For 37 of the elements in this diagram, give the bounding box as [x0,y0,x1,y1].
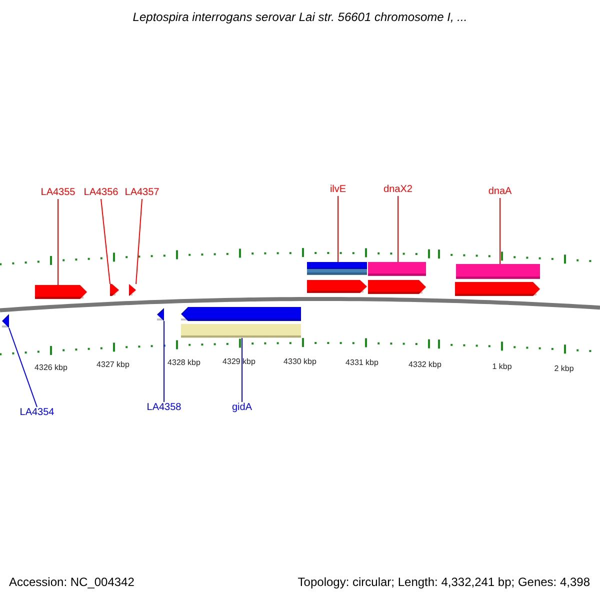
gene-feature [110,284,119,296]
gene-label: gidA [232,402,252,414]
scale-label: 4327 kbp [96,360,130,370]
gene-feature [157,308,164,321]
gene-feature [368,280,426,294]
feature-bar [456,264,540,279]
leader-line [136,198,142,284]
leader-line [8,328,38,408]
scale-label: 4330 kbp [284,357,316,367]
gene-label: dnaX2 [384,184,412,196]
gene-feature [307,280,367,293]
gene-label: LA4355 [40,187,76,199]
gene-feature [2,314,9,328]
gene-label: LA4357 [124,187,160,199]
gene-label: LA4356 [84,187,118,199]
leader-line [100,198,110,284]
scale-label: 4331 kbp [346,358,378,368]
feature-bar [307,269,367,275]
scale-label: 4326 kbp [34,363,68,373]
title: Leptospira interrogans serovar Lai str. 56601 chromosome I, ... [132,10,468,24]
gene-label: LA4354 [20,407,54,419]
gene-feature [181,307,301,321]
scale-label: 4328 kbp [168,358,200,368]
gene-feature [129,284,136,296]
gene-label: LA4358 [146,402,182,414]
feature-bar [368,262,426,276]
scale-label: 4329 kbp [222,357,256,367]
footer-text: Accession: NC_004342 [9,575,134,589]
feature-bar [181,324,301,338]
scale-label: 2 kbp [554,364,574,374]
scale-label: 4332 kbp [408,360,442,370]
footer-text: Topology: circular; Length: 4,332,241 bp; Genes: 4,398 [298,575,590,589]
scale-label: 1 kbp [492,362,512,372]
gene-feature [35,285,87,299]
gene-feature [455,282,540,296]
gene-label: ilvE [330,184,346,196]
gene-label: dnaA [488,186,512,198]
